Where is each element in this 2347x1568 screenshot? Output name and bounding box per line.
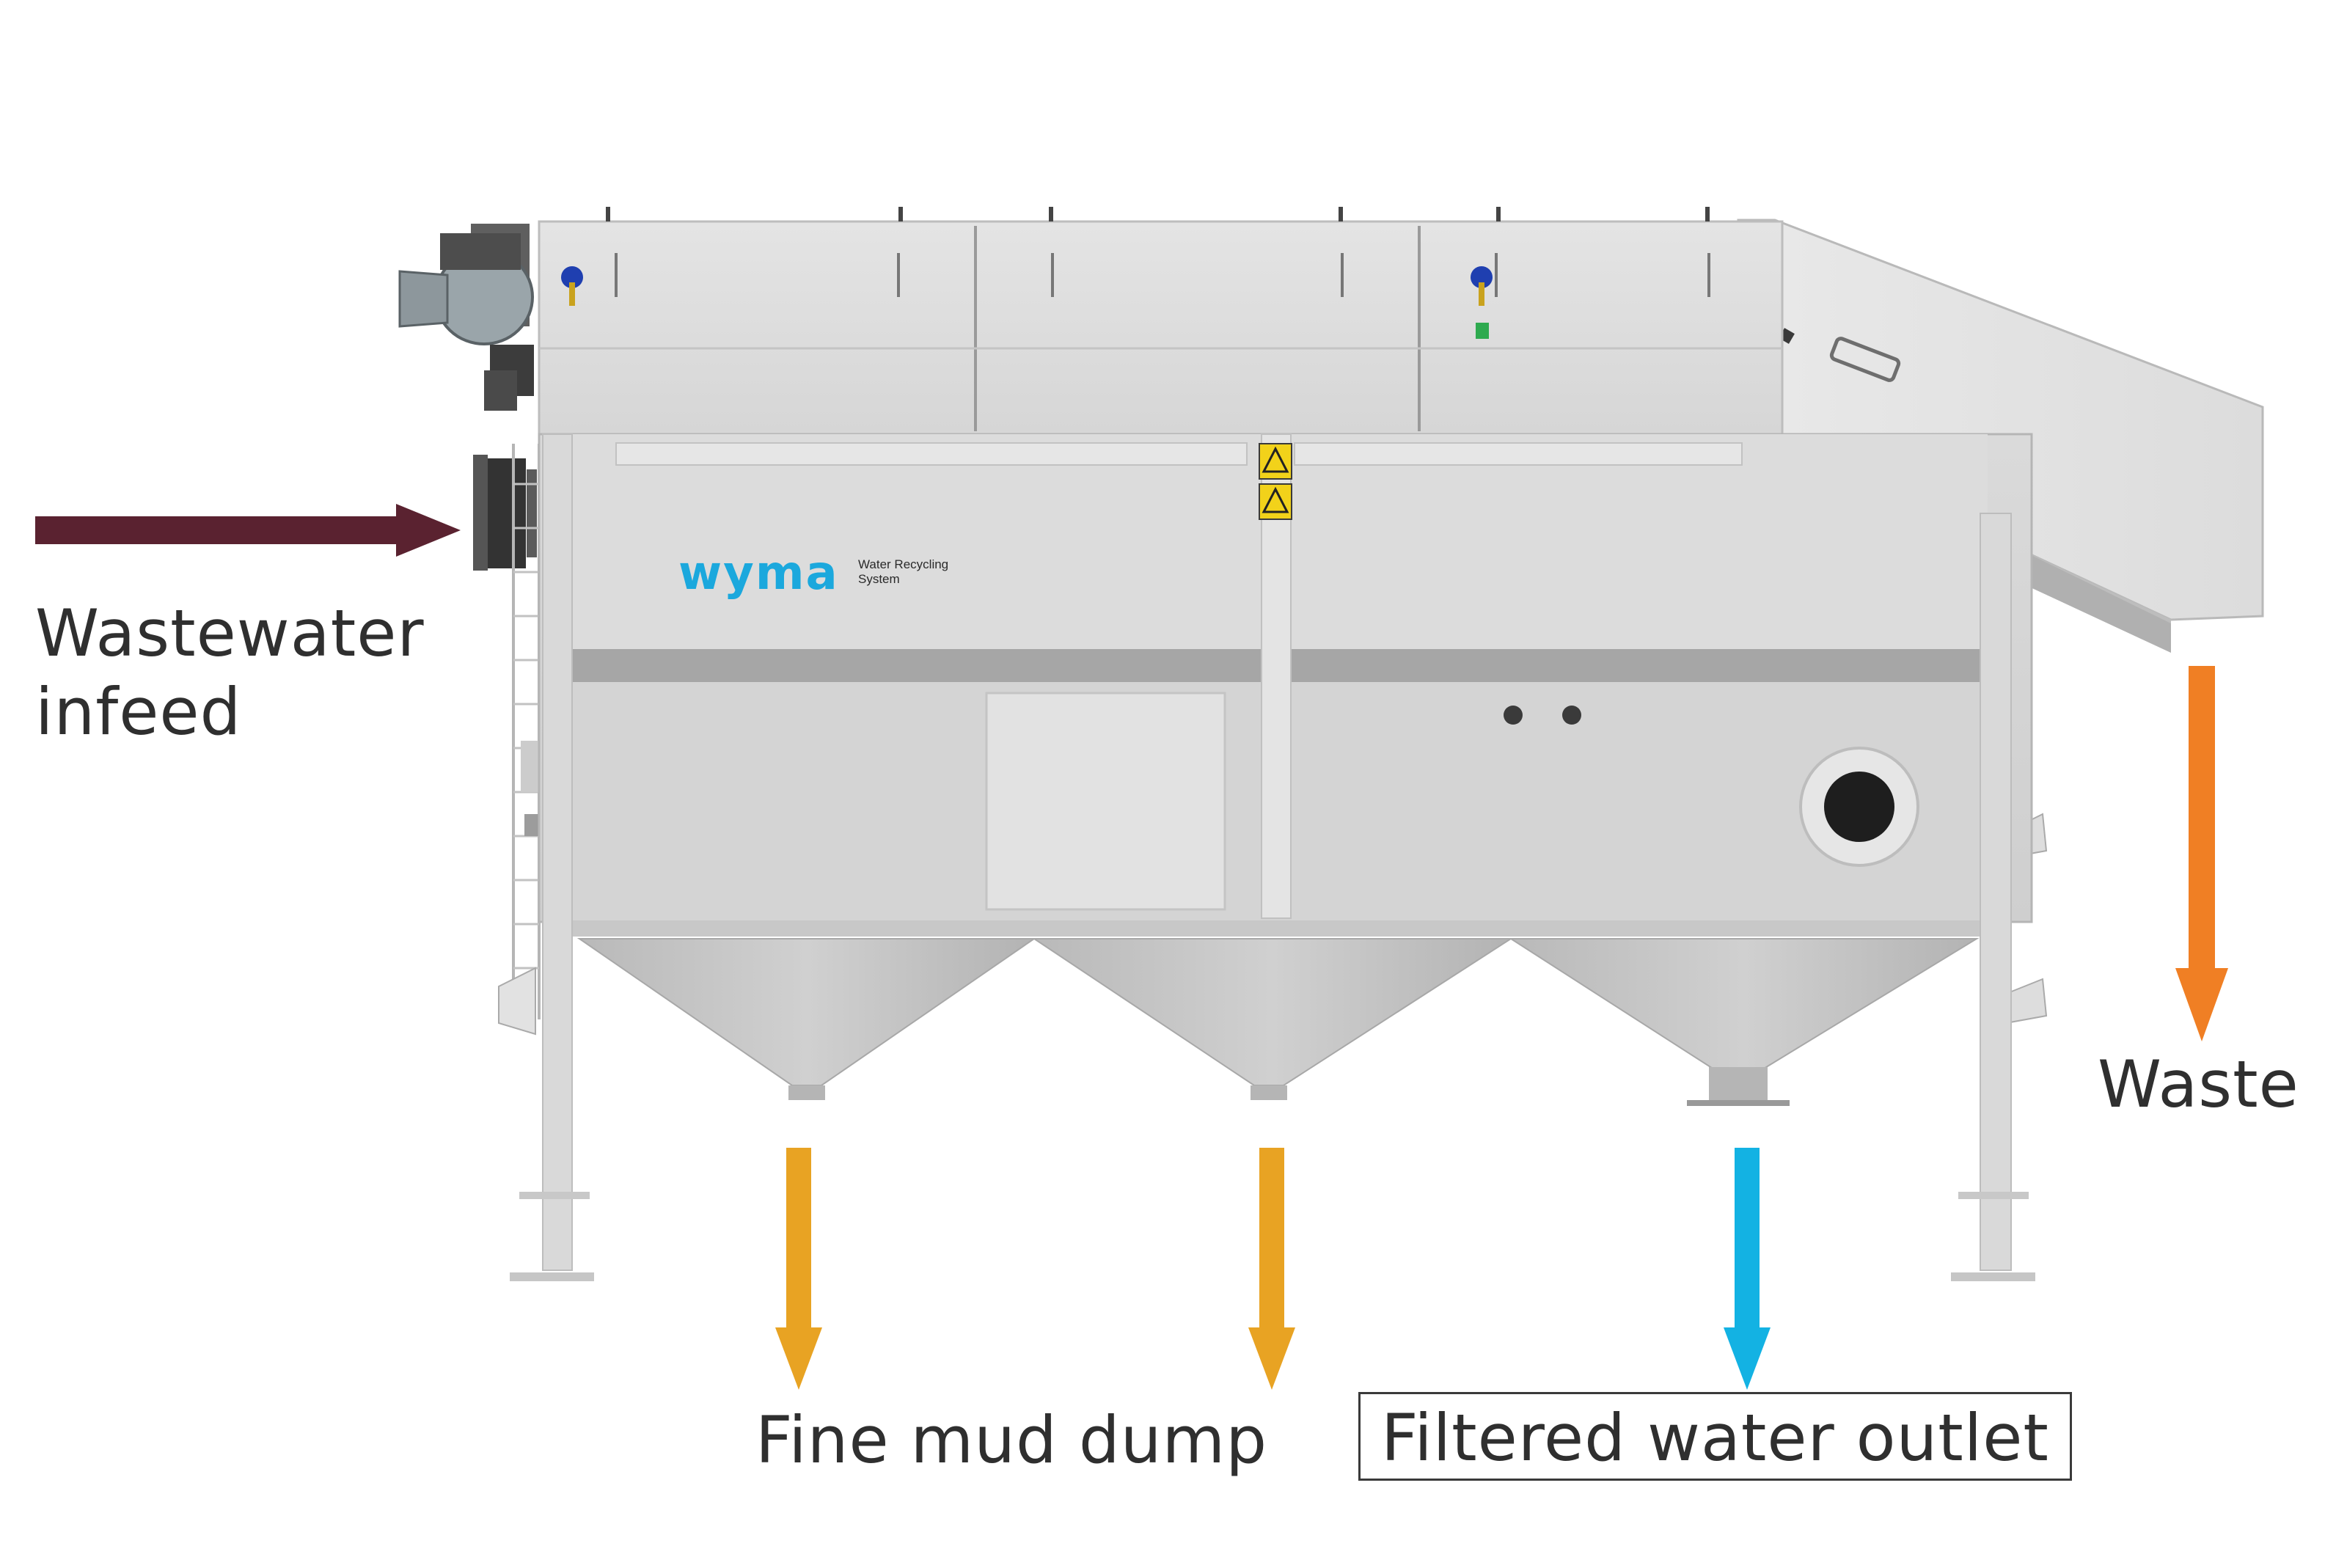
warning-sign <box>1259 443 1292 520</box>
mud-dump-arrow-1 <box>775 1148 822 1390</box>
settling-tank <box>538 433 2033 923</box>
lid-handles <box>615 253 1710 297</box>
mud-dump-label: Fine mud dump <box>755 1402 1268 1478</box>
infeed-pipe <box>473 455 537 571</box>
brand-name: wyma <box>678 546 839 601</box>
brand-subtitle-line2: System <box>858 572 900 586</box>
waste-label: Waste <box>2098 1047 2299 1122</box>
mud-dump-arrow-2 <box>1248 1148 1295 1390</box>
infeed-label-line1: Wastewater <box>35 596 425 671</box>
water-outlet-arrow <box>1724 1148 1771 1390</box>
drive-motor <box>398 224 534 411</box>
hoppers <box>572 920 1988 1106</box>
lid-hinges <box>606 207 1710 221</box>
brand-logo: wyma <box>678 546 839 601</box>
lid-latch-right <box>1471 266 1493 339</box>
waste-arrow <box>2175 666 2228 1041</box>
support-legs <box>510 433 2035 1281</box>
outlet-flange <box>1799 747 1919 867</box>
infeed-label: Wastewater infeed <box>35 594 425 752</box>
infeed-label-line2: infeed <box>35 674 242 750</box>
water-outlet-label: Filtered water outlet <box>1358 1392 2072 1481</box>
lid-latch-left <box>561 266 583 306</box>
brand-subtitle: Water Recycling System <box>858 557 948 587</box>
brand-subtitle-line1: Water Recycling <box>858 557 949 571</box>
top-lid-housing <box>538 207 1784 436</box>
infeed-arrow <box>35 504 461 557</box>
